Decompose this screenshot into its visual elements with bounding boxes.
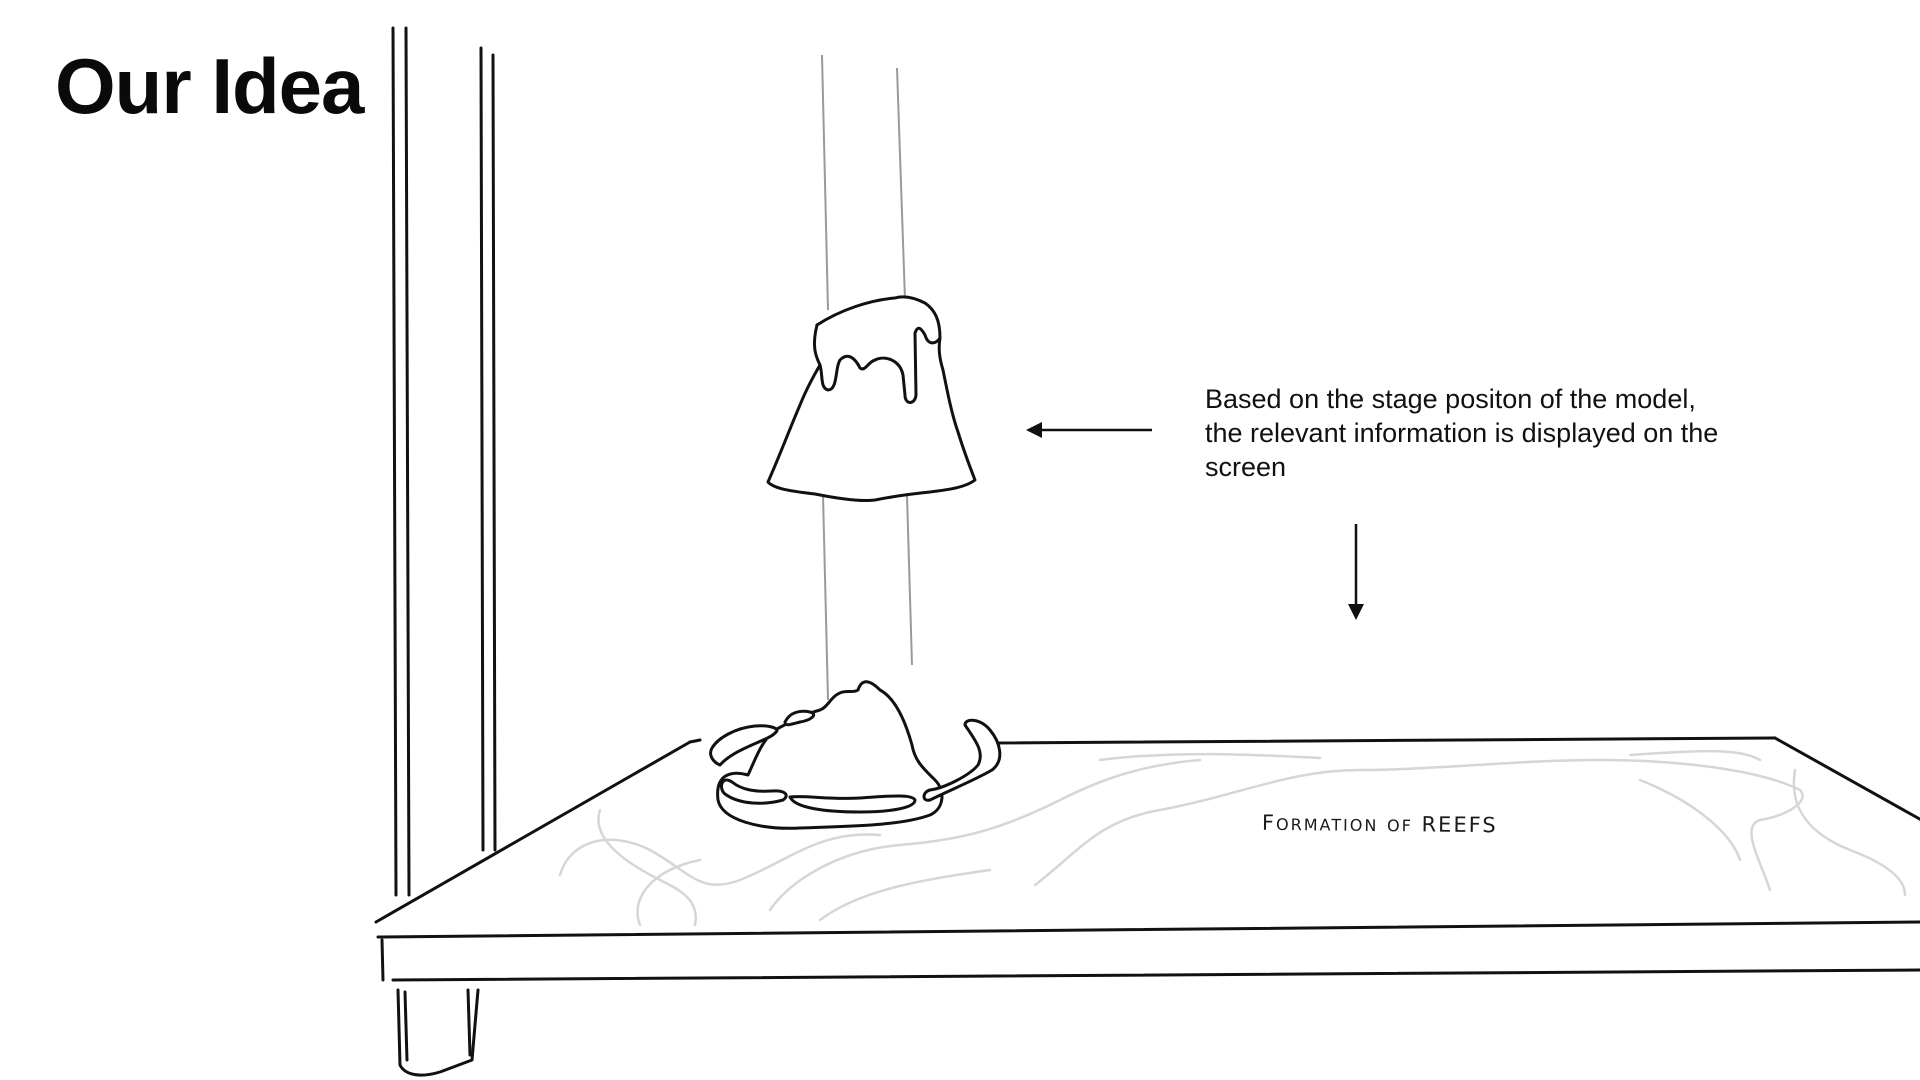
table-label-initial: F <box>1261 810 1277 835</box>
base-volcano-model <box>688 680 1002 830</box>
stage-rails <box>821 54 913 701</box>
table-label: FORMATION OF REEFS <box>1262 811 1498 837</box>
table <box>374 736 1920 1077</box>
table-contour-lines <box>558 749 1907 927</box>
table-label-word2: OF <box>1386 816 1413 836</box>
annotation-text: Based on the stage positon of the model,… <box>1205 384 1719 482</box>
table-label-part1: ORMATION <box>1275 814 1379 835</box>
support-posts <box>391 26 497 897</box>
table-label-part3: REEFS <box>1421 812 1498 838</box>
down-arrow-icon <box>1348 524 1364 620</box>
left-arrow-icon <box>1026 422 1152 438</box>
page-title: Our Idea <box>55 42 364 130</box>
floating-volcano-model <box>766 295 977 502</box>
